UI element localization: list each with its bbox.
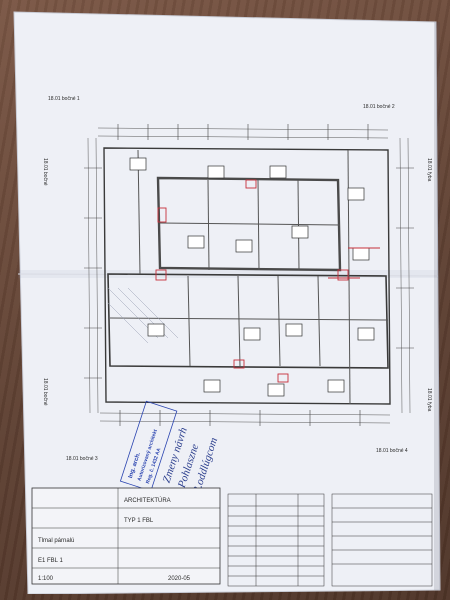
label-top-left: 18.01 bočné 1 bbox=[48, 96, 80, 102]
label-top-right: 18.01 bočné 2 bbox=[363, 104, 395, 110]
title-block: ARCHITEKTÚRA TYP 1 FBL Tlmal párnalú E1 … bbox=[31, 487, 221, 585]
floor-plan-sheet: 18.01 bočné 1 18.01 bočné 2 18.01 bočné … bbox=[8, 8, 444, 594]
interior-partitions bbox=[109, 149, 389, 405]
room-tags bbox=[129, 157, 375, 397]
title-sheet-title: Tlmal párnalú bbox=[38, 538, 74, 544]
room-schedule-table bbox=[227, 493, 325, 587]
paper-fold-shadow bbox=[18, 270, 438, 278]
title-scale: 1:100 bbox=[38, 576, 54, 582]
label-right-bottom: 18.01 fyba bbox=[426, 388, 432, 412]
title-sheet-code: E1 FBL 1 bbox=[38, 558, 63, 564]
title-type: TYP 1 FBL bbox=[124, 518, 154, 524]
legend-table bbox=[331, 493, 433, 587]
title-date: 2020-05 bbox=[168, 576, 191, 582]
label-left-bottom: 18.01 bočné bbox=[42, 378, 48, 406]
label-right-top: 18.01 fyba bbox=[426, 158, 432, 182]
floor-plan-svg: 18.01 bočné 1 18.01 bočné 2 18.01 bočné … bbox=[13, 11, 441, 594]
right-edge-shadow bbox=[434, 22, 440, 590]
dimension-lines bbox=[87, 127, 411, 424]
dimension-ticks bbox=[84, 124, 414, 426]
label-bottom-left: 18.01 bočné 3 bbox=[66, 456, 98, 462]
red-markups bbox=[155, 179, 380, 383]
label-bottom-right: 18.01 bočné 4 bbox=[376, 448, 408, 454]
label-left-top: 18.01 bočné bbox=[42, 158, 48, 186]
paper-background bbox=[13, 11, 441, 594]
title-section: ARCHITEKTÚRA bbox=[124, 497, 171, 504]
